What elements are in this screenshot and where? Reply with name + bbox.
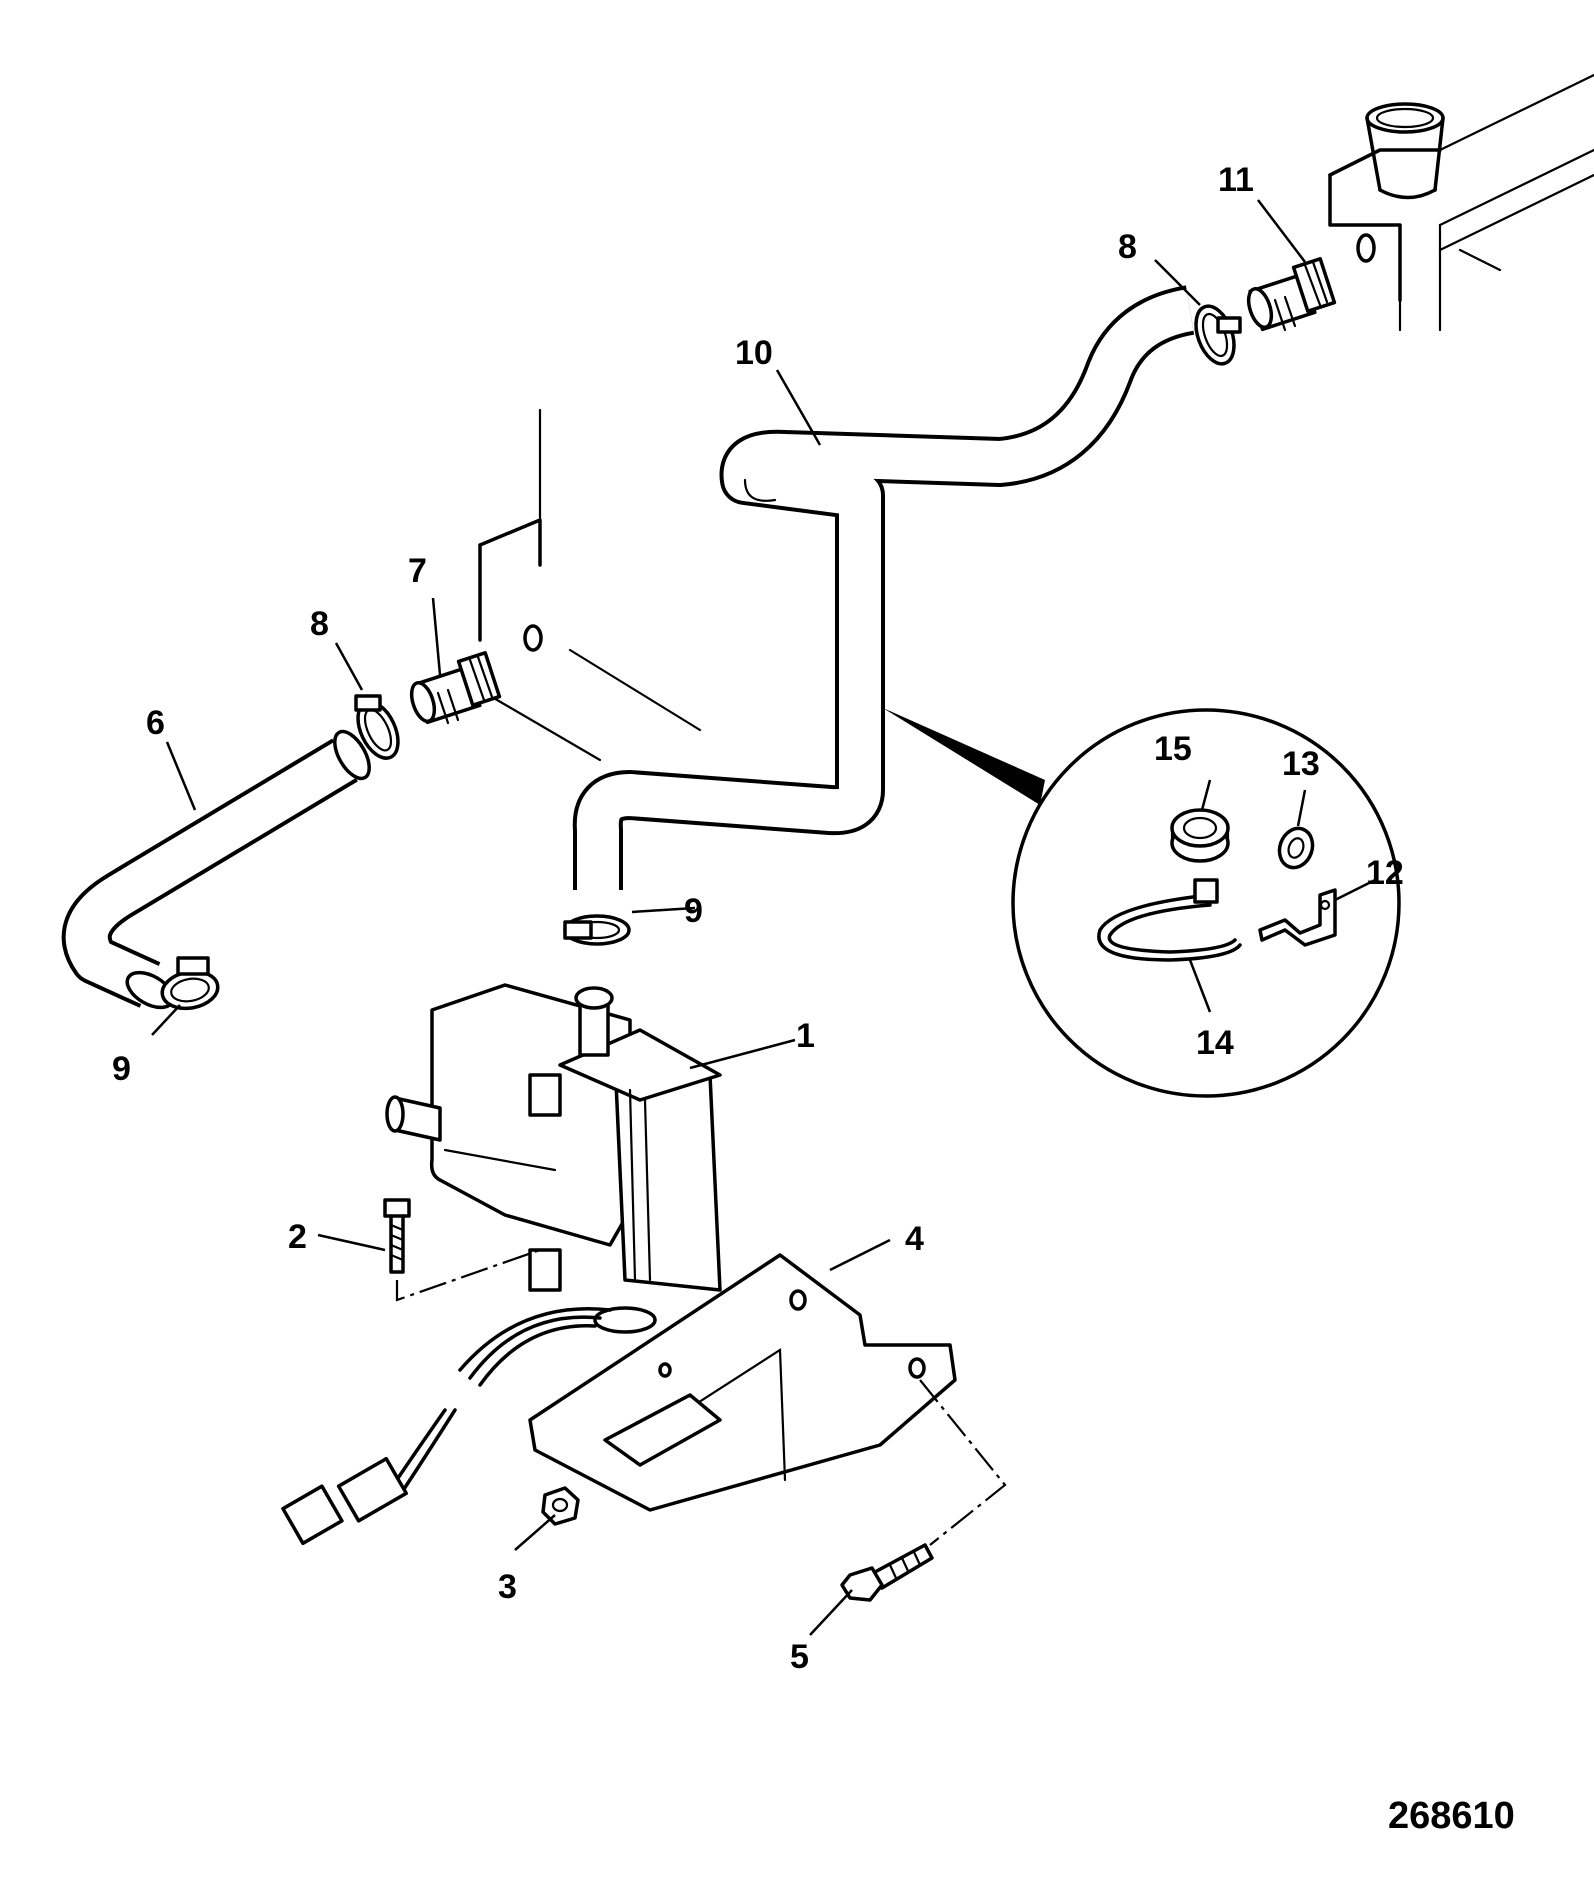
washer-13 [1277, 826, 1315, 870]
bolt-2 [383, 1198, 411, 1274]
callout-8-lower: 8 [310, 605, 329, 643]
callout-13: 13 [1282, 745, 1320, 783]
alignment-lines [395, 1248, 1007, 1546]
hose-clamp-8-upper [1194, 304, 1242, 366]
engine-block-top-right [1328, 73, 1594, 332]
callout-10: 10 [735, 334, 773, 372]
hose-clamp-8-lower [354, 694, 400, 760]
callout-1: 1 [796, 1017, 815, 1055]
grommet-15 [1170, 808, 1230, 863]
engine-block-mid-left [478, 408, 702, 762]
callout-15: 15 [1154, 730, 1192, 768]
callout-labels: 11 8 10 7 8 6 9 9 1 2 4 3 5 15 13 12 14 [112, 161, 1404, 1676]
callout-6: 6 [146, 704, 165, 742]
callout-11: 11 [1218, 161, 1254, 199]
bolt-5 [840, 1543, 934, 1602]
leader-lines [151, 199, 1376, 1636]
callout-2: 2 [288, 1218, 307, 1256]
callout-14: 14 [1196, 1024, 1234, 1062]
fitting-11 [1246, 257, 1337, 332]
clip-12 [1258, 888, 1337, 947]
hose-clamp-9-left [160, 956, 220, 1011]
hose-10 [572, 285, 1195, 890]
callout-12: 12 [1366, 854, 1404, 892]
callout-3: 3 [498, 1568, 517, 1606]
callout-5: 5 [790, 1638, 809, 1676]
callout-9-center: 9 [684, 892, 703, 930]
nut-3 [541, 1486, 580, 1526]
fitting-7 [409, 651, 502, 725]
hose-clamp-9-center [563, 914, 631, 946]
drawing-number: 268610 [1388, 1795, 1515, 1837]
mounting-bracket-4 [528, 1253, 957, 1512]
hose-6 [61, 729, 371, 1010]
callout-4: 4 [905, 1220, 924, 1258]
reservoir-tank-1 [385, 983, 722, 1334]
callout-9-left: 9 [112, 1050, 131, 1088]
strap-14 [1097, 878, 1242, 962]
callout-7: 7 [408, 552, 427, 590]
callout-8-upper: 8 [1118, 228, 1137, 266]
detail-inset-circle [883, 708, 1401, 1098]
wiring-harness [281, 1307, 612, 1546]
